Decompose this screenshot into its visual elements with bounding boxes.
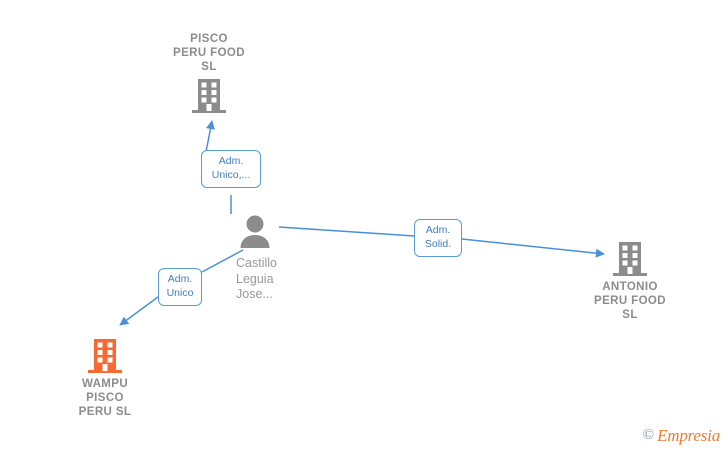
- node-pisco-peru-food-sl[interactable]: PISCO PERU FOOD SL: [139, 32, 279, 115]
- node-castillo-leguia-jose[interactable]: Castillo Leguia Jose...: [226, 214, 346, 303]
- edge-label-adm-solid[interactable]: Adm. Solid.: [414, 219, 462, 257]
- edge-label-adm-unico-wampu[interactable]: Adm. Unico: [158, 268, 202, 306]
- node-label: ANTONIO PERU FOOD SL: [594, 281, 666, 321]
- node-wampu-pisco-peru-sl[interactable]: WAMPU PISCO PERU SL: [35, 337, 175, 419]
- building-icon: [560, 240, 700, 278]
- node-label: PISCO PERU FOOD SL: [173, 33, 245, 73]
- edge-to-antonio: [278, 226, 605, 258]
- building-icon: [35, 337, 175, 375]
- node-label: WAMPU PISCO PERU SL: [78, 378, 132, 418]
- node-antonio-peru-food-sl[interactable]: ANTONIO PERU FOOD SL: [560, 240, 700, 322]
- edge-to-wampu: [119, 249, 244, 326]
- brand-name: Empresia: [657, 426, 720, 445]
- node-label: Castillo Leguia Jose...: [236, 256, 277, 301]
- person-icon: [226, 214, 346, 255]
- watermark: © Empresia: [642, 426, 721, 445]
- building-icon: [139, 77, 279, 115]
- edge-label-adm-unico-pisco[interactable]: Adm. Unico,...: [201, 150, 261, 188]
- copyright-icon: ©: [642, 427, 655, 443]
- edge-to-pisco: [205, 120, 232, 214]
